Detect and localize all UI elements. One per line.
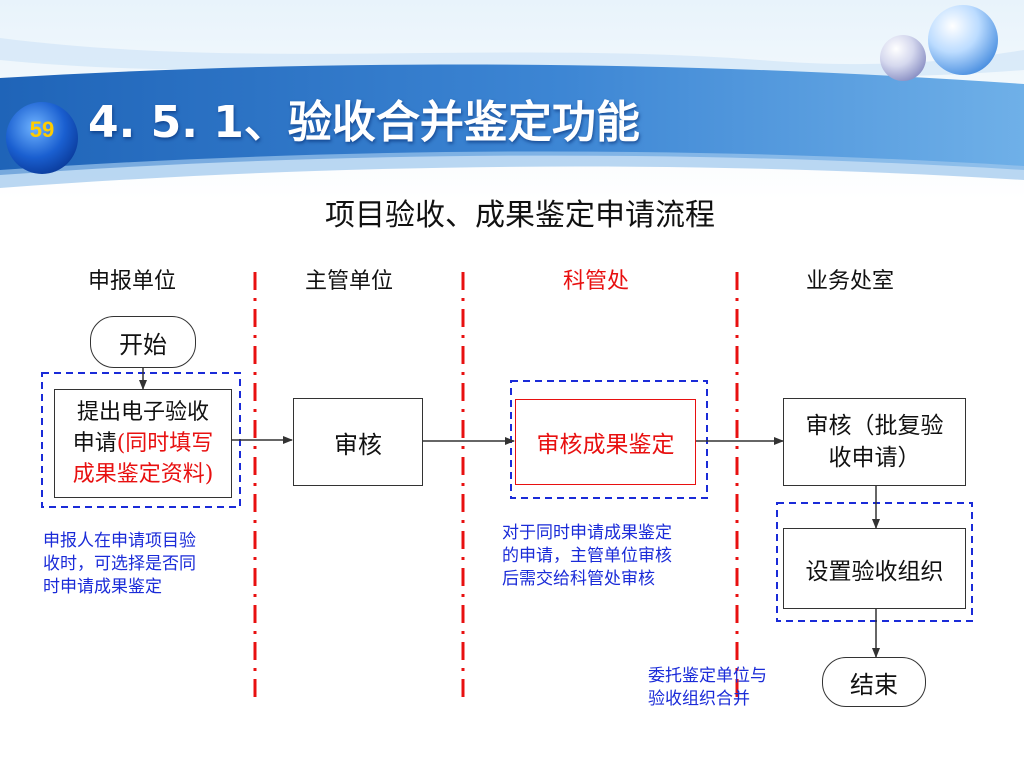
slide-title: 4. 5. 1、验收合并鉴定功能: [88, 97, 640, 148]
highlight-frame-setup: [776, 502, 973, 622]
note-merge-line1: 委托鉴定单位与: [648, 666, 767, 686]
note-supervisor-line2: 的申请，主管单位审核: [502, 546, 672, 566]
submit-application-node: 提出电子验收 申请(同时填写 成果鉴定资料): [54, 389, 232, 498]
submit-node-line3: 成果鉴定资料): [72, 462, 214, 487]
approve-node-line2: 收申请）: [828, 445, 921, 471]
note-applicant: 申报人在申请项目验 收时，可选择是否同 时申请成果鉴定: [43, 530, 196, 599]
note-applicant-line1: 申报人在申请项目验: [43, 531, 196, 551]
lane-header-applicant: 申报单位: [88, 269, 177, 294]
note-merge: 委托鉴定单位与 验收组织合并: [648, 665, 767, 711]
submit-node-line2-red: (同时填写: [116, 431, 214, 456]
header-banner: [0, 0, 1024, 200]
diagram-title: 项目验收、成果鉴定申请流程: [325, 198, 715, 233]
lane-header-sci-mgmt: 科管处: [563, 269, 630, 294]
lane-header-business-office: 业务处室: [806, 269, 895, 294]
submit-node-line1: 提出电子验收: [76, 400, 209, 425]
note-supervisor-line1: 对于同时申请成果鉴定: [502, 523, 672, 543]
approve-application-node: 审核（批复验 收申请）: [783, 398, 966, 486]
lane-header-supervisor: 主管单位: [305, 269, 394, 294]
submit-node-line2: 申请(同时填写: [73, 428, 214, 459]
page-number: 59: [29, 117, 55, 142]
start-node: 开始: [90, 316, 196, 368]
setup-acceptance-org-node: 设置验收组织: [783, 528, 966, 609]
note-merge-line2: 验收组织合并: [648, 689, 750, 709]
end-node: 结束: [822, 657, 926, 707]
note-supervisor: 对于同时申请成果鉴定 的申请，主管单位审核 后需交给科管处审核: [502, 522, 672, 591]
submit-node-line2-black: 申请: [72, 431, 117, 456]
approve-node-line1: 审核（批复验: [805, 413, 944, 439]
note-applicant-line2: 收时，可选择是否同: [43, 554, 196, 574]
appraisal-review-node: 审核成果鉴定: [515, 399, 696, 485]
note-supervisor-line3: 后需交给科管处审核: [502, 569, 655, 589]
supervisor-review-node: 审核: [293, 398, 423, 486]
note-applicant-line3: 时申请成果鉴定: [43, 577, 162, 597]
